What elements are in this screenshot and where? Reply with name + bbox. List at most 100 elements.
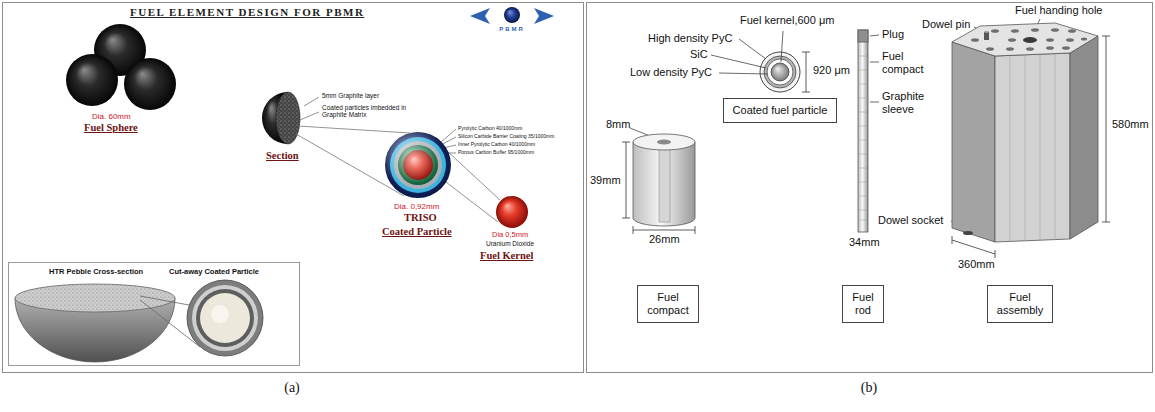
fuel-assembly-drawing (1062, 46, 1070, 50)
part-note: Coated particles imbedded in Graphite Ma… (322, 104, 422, 119)
fuel-kernel-drawing (496, 196, 528, 228)
fuel-assembly-drawing (1068, 29, 1076, 33)
fuel-compact-drawing (633, 134, 695, 150)
fuel-assembly-drawing (986, 47, 994, 51)
part-label: SiC (690, 48, 708, 61)
fuel-assembly-drawing (1081, 38, 1087, 41)
fuel-assembly-drawing (952, 23, 1098, 242)
dimension: 920 μm (813, 64, 850, 77)
fuel-assembly-drawing (1046, 38, 1054, 42)
layer-note: Pyrolytic Carbon 40/1000mm (458, 126, 522, 132)
leader-line (140, 296, 200, 347)
cutaway-particle-photo (192, 285, 258, 351)
part-label: Dowel socket (878, 214, 943, 227)
part-label: Fuel kernel,600 μm (740, 14, 834, 27)
pbmr-logo (534, 8, 554, 24)
dimension: 360mm (958, 258, 995, 271)
coated-particle-drawing (767, 59, 793, 85)
fuel-assembly-drawing (971, 38, 979, 42)
fuel-compact-drawing (633, 142, 695, 226)
fuel-sphere-drawing (66, 54, 118, 106)
part-name: Fuel Kernel (480, 250, 533, 262)
fuel-assembly-drawing (952, 23, 1098, 56)
leader-line (298, 126, 410, 133)
pbmr-logo (470, 7, 554, 24)
box-text: Cut-away Coated Particle (169, 267, 259, 276)
dimension-line (802, 52, 810, 92)
fuel-assembly-drawing (1008, 38, 1016, 42)
leader-line (140, 296, 189, 305)
leader-line (870, 35, 879, 36)
dimension-line (622, 142, 630, 218)
fuel-rod-drawing (858, 30, 868, 232)
leader-line (870, 102, 879, 103)
part-label: Fuel compact (882, 50, 942, 75)
part-label: Plug (882, 28, 904, 41)
dimension: 8mm (606, 118, 630, 131)
material-note: Uranium Dioxide (486, 240, 534, 247)
part-label: Graphite sleeve (882, 90, 942, 115)
fuel-rod-drawing (858, 30, 868, 232)
panel-frame (3, 3, 1153, 373)
triso-particle-drawing (385, 132, 451, 198)
panel-frame (3, 3, 584, 373)
fuel-assembly-drawing (1026, 47, 1034, 51)
fuel-assembly-drawing (995, 53, 1070, 242)
box-text: Coated fuel particle (733, 104, 828, 117)
fuel-assembly-drawing (1011, 29, 1019, 33)
leader-line (140, 300, 200, 347)
leader-line (446, 182, 498, 222)
logo-text: PBMR (499, 26, 525, 33)
leader-line (781, 31, 783, 62)
caption-box: Coated fuel particle (723, 98, 838, 123)
panel-title: FUEL ELEMENT DESIGN FOR PBMR (130, 6, 364, 19)
sphere-section-drawing (276, 92, 300, 144)
fuel-sphere-drawing (66, 24, 176, 110)
fuel-compact-drawing (633, 134, 695, 226)
panel-frame (587, 3, 1153, 373)
fuel-assembly-drawing (1006, 47, 1014, 51)
photo-inset: HTR Pebble Cross-section Cut-away Coated … (8, 262, 300, 366)
triso-particle-drawing (385, 132, 451, 198)
box-text: Fuel assembly (997, 291, 1043, 317)
part-label: Fuel handing hole (1015, 4, 1102, 17)
fuel-assembly-drawing (984, 32, 989, 40)
dimension: 39mm (590, 174, 621, 187)
part-label: Low density PyC (630, 66, 712, 79)
leader-line (300, 112, 319, 120)
dimension: 580mm (1112, 118, 1149, 131)
cutaway-particle-photo (187, 280, 263, 356)
coated-particle-drawing (764, 56, 796, 88)
fuel-assembly-drawing (1070, 36, 1098, 239)
panel-caption: (a) (284, 380, 300, 396)
fuel-assembly-drawing (1023, 37, 1037, 43)
part-name: Section (266, 150, 299, 162)
pbmr-logo (504, 7, 520, 23)
pebble-cross-section-photo (15, 284, 175, 362)
sphere-section-drawing (262, 92, 300, 144)
diameter-note: Dia. 60mm (92, 112, 131, 121)
leader-line (296, 97, 500, 222)
fuel-assembly-drawing (1010, 54, 1055, 241)
fuel-compact-drawing (657, 140, 671, 145)
part-note: 5mm Graphite layer (322, 92, 379, 99)
leader-line (739, 39, 766, 59)
leader-line (446, 150, 500, 200)
box-text: Fuel rod (852, 291, 873, 317)
cutaway-particle-photo (211, 305, 229, 323)
part-name: Fuel Sphere (84, 122, 138, 134)
part-label: Dowel pin (922, 18, 970, 31)
leader-line (870, 62, 879, 63)
box-text: HTR Pebble Cross-section (49, 267, 143, 276)
fuel-sphere-drawing (124, 58, 176, 110)
fuel-kernel-drawing (496, 196, 528, 228)
cutaway-particle-photo (187, 280, 263, 356)
leader-line (719, 73, 768, 74)
triso-particle-drawing (385, 132, 451, 198)
dimension: 26mm (649, 233, 680, 246)
fuel-compact-drawing (659, 142, 670, 222)
layer-note: Silicon Carbide Barrier Coating 35/1000m… (458, 134, 554, 140)
fuel-assembly-drawing (963, 231, 973, 235)
